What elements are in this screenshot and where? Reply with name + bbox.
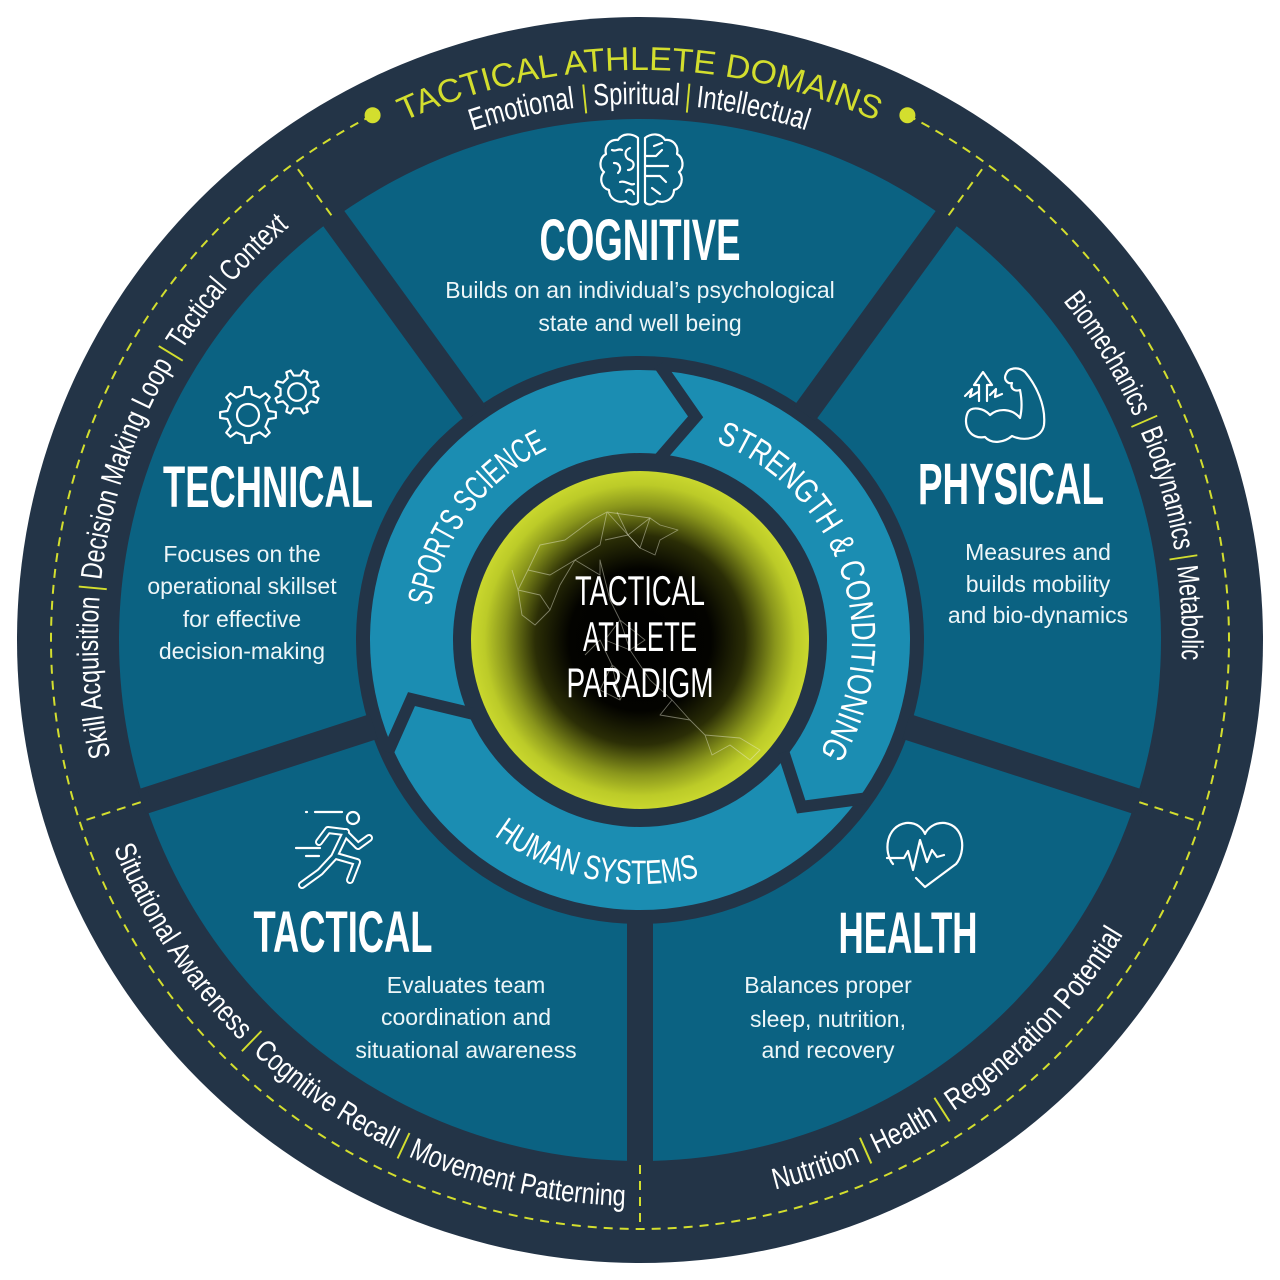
radial-dash <box>292 162 333 216</box>
sector-description-line: situational awareness <box>355 1037 576 1063</box>
title-dot-left <box>364 107 381 124</box>
gears-icon <box>219 369 320 444</box>
sector-description-line: coordination and <box>381 1004 551 1030</box>
runner-icon <box>294 810 373 889</box>
radial-dash <box>1138 801 1201 823</box>
chevron-right <box>777 750 867 814</box>
divider-tactical-technical <box>137 714 378 815</box>
flexed-arm-icon <box>963 367 1046 443</box>
sector-description-line: builds mobility <box>966 571 1111 597</box>
core-circle <box>471 471 809 809</box>
sector-cognitive: COGNITIVE Builds on an individual’s psyc… <box>445 133 835 336</box>
divider-physical-health <box>902 714 1143 815</box>
sector-heading-physical: PHYSICAL <box>918 452 1104 517</box>
sector-description-line: Balances proper <box>744 972 912 998</box>
sector-description-line: for effective <box>183 606 301 632</box>
sector-description-line: decision-making <box>159 638 325 664</box>
sector-dividers <box>137 208 1143 1164</box>
sector-heading-technical: TECHNICAL <box>163 455 373 520</box>
sector-description-line: and recovery <box>762 1037 895 1063</box>
heart-pulse-icon <box>885 821 964 889</box>
dashed-guide-circle <box>50 114 1230 1231</box>
title-dot-right <box>899 107 916 124</box>
sector-description-line: Measures and <box>965 539 1111 565</box>
domain-spiritual: Spiritual <box>592 76 681 113</box>
divider-cognitive-physical <box>794 208 959 422</box>
radial-dash <box>79 801 142 823</box>
separator: | <box>1168 552 1201 563</box>
separator: | <box>74 583 107 592</box>
sector-health: HEALTH Balances proper sleep, nutrition,… <box>744 821 978 1063</box>
radial-dash <box>947 162 988 216</box>
divider-technical-cognitive <box>321 208 486 422</box>
dashed-guides <box>50 107 1230 1231</box>
chevron-left <box>382 692 476 755</box>
sector-technical: TECHNICAL Focuses on the operational ski… <box>147 369 373 664</box>
sector-description-line: Focuses on the <box>163 541 320 567</box>
sector-physical: PHYSICAL Measures and builds mobility an… <box>918 367 1128 628</box>
sector-heading-health: HEALTH <box>839 901 978 966</box>
center-title: TACTICAL ATHLETE PARADIGM <box>567 567 714 706</box>
separator: | <box>580 79 590 114</box>
sector-heading-cognitive: COGNITIVE <box>540 208 741 273</box>
sector-description-line: Builds on an individual’s psychological <box>445 277 835 303</box>
brain-icon <box>599 133 684 206</box>
athlete-wireframe-icon <box>511 511 761 761</box>
sector-description-line: state and well being <box>538 310 741 336</box>
center-line-2: ATHLETE <box>583 613 697 660</box>
center-line-1: TACTICAL <box>575 567 705 614</box>
sector-description-line: and bio-dynamics <box>948 602 1128 628</box>
center-line-3: PARADIGM <box>567 659 714 706</box>
outer-item: Metabolic <box>1170 563 1208 660</box>
sector-heading-tactical: TACTICAL <box>254 900 433 965</box>
sector-description-line: sleep, nutrition, <box>750 1006 906 1032</box>
sector-tactical: TACTICAL Evaluates team coordination and… <box>254 810 577 1063</box>
separator: | <box>684 78 693 113</box>
chevron-top <box>654 361 704 463</box>
arrow-chevrons <box>382 361 867 814</box>
sector-description-line: operational skillset <box>147 573 337 599</box>
sector-description-line: Evaluates team <box>387 972 546 998</box>
